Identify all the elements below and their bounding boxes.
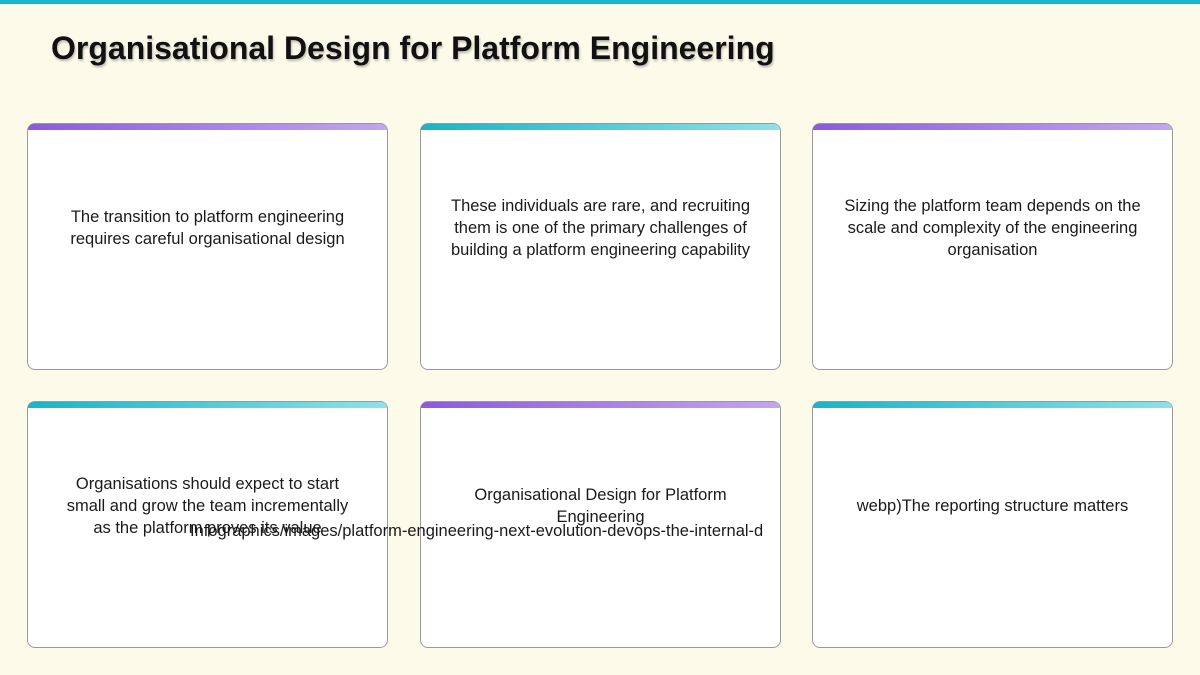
card-1: The transition to platform engineering r…	[27, 123, 388, 370]
overflowing-image-path-text: Infographics/images/platform-engineering…	[190, 522, 764, 540]
card-accent-bar	[28, 402, 387, 408]
card-text: The transition to platform engineering r…	[70, 207, 345, 248]
page-title: Organisational Design for Platform Engin…	[51, 30, 775, 66]
card-text: Organisational Design for Platform Engin…	[474, 485, 727, 526]
card-text: These individuals are rare, and recruiti…	[450, 196, 751, 259]
card-accent-bar	[421, 124, 780, 130]
card-text: webp)The reporting structure matters	[856, 496, 1129, 515]
card-2: These individuals are rare, and recruiti…	[420, 123, 781, 370]
card-text: Sizing the platform team depends on the …	[844, 196, 1141, 259]
card-text: Organisations should expect to start sma…	[66, 474, 349, 537]
card-6: webp)The reporting structure matters	[812, 401, 1173, 648]
card-4: Organisations should expect to start sma…	[27, 401, 388, 648]
card-accent-bar	[813, 124, 1172, 130]
card-5: Organisational Design for Platform Engin…	[420, 401, 781, 648]
card-accent-bar	[28, 124, 387, 130]
card-3: Sizing the platform team depends on the …	[812, 123, 1173, 370]
top-accent-rule	[0, 0, 1200, 4]
card-accent-bar	[421, 402, 780, 408]
card-accent-bar	[813, 402, 1172, 408]
